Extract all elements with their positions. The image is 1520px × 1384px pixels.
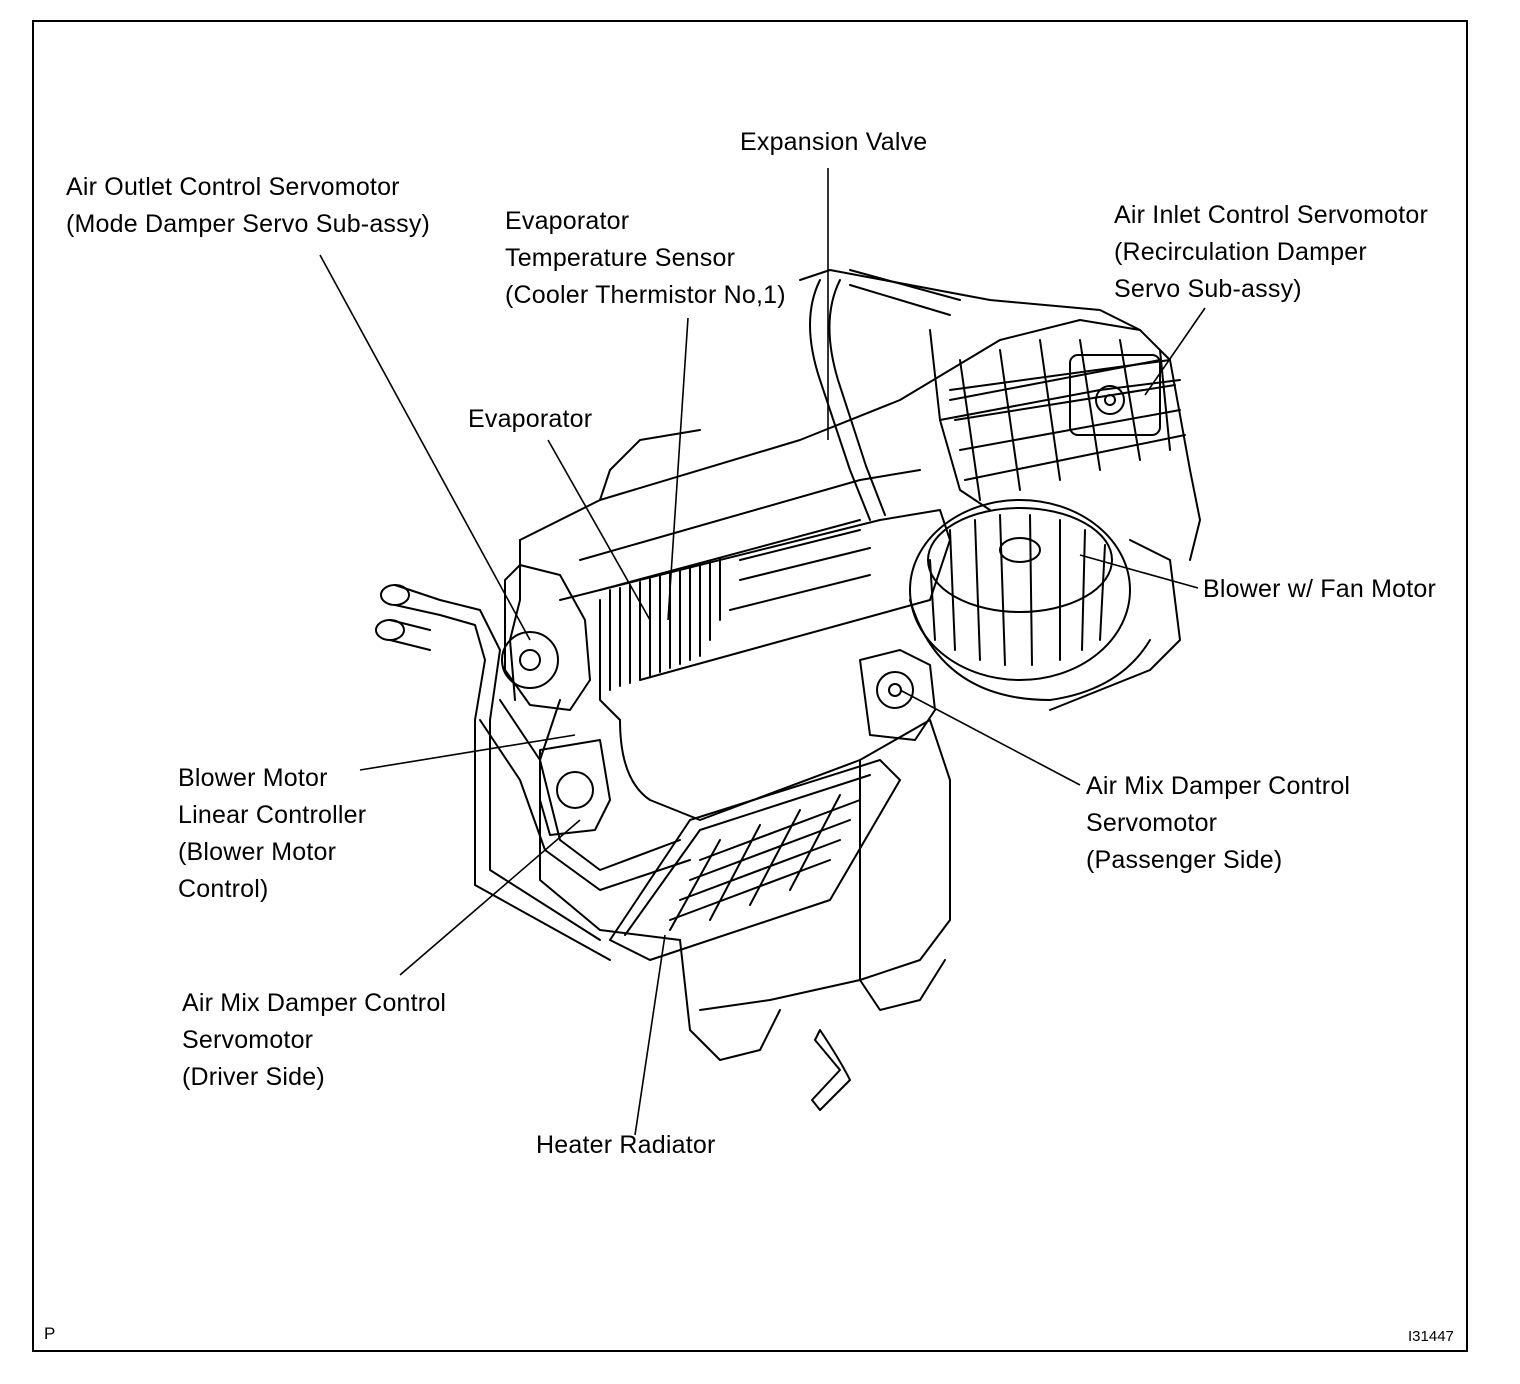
leader-evap-temp-sensor	[667, 317, 689, 621]
label-air-mix-passenger: Air Mix Damper Control Servomotor (Passe…	[1086, 768, 1350, 879]
label-line: Linear Controller	[178, 801, 367, 829]
leader-blower-fan-motor	[1079, 554, 1199, 589]
label-line: Air Mix Damper Control	[182, 989, 447, 1017]
label-line: (Cooler Thermistor No,1)	[505, 281, 786, 309]
label-expansion-valve: Expansion Valve	[740, 124, 927, 161]
label-line: (Blower Motor	[178, 838, 337, 866]
label-line: Temperature Sensor	[505, 244, 736, 272]
leader-evaporator	[547, 439, 651, 621]
diagram-frame	[32, 20, 1468, 1352]
label-line: Evaporator	[468, 405, 593, 433]
label-heater-radiator: Heater Radiator	[536, 1127, 715, 1164]
label-line: Blower w/ Fan Motor	[1203, 575, 1437, 603]
label-line: Servo Sub-assy)	[1114, 275, 1302, 303]
upper-housing	[509, 269, 1201, 701]
figure-id: I31447	[1408, 1328, 1454, 1345]
label-line: Expansion Valve	[740, 128, 928, 156]
leader-air-outlet-servo	[319, 254, 531, 641]
leader-blower-linear-controller	[359, 734, 576, 771]
label-line: (Mode Damper Servo Sub-assy)	[66, 210, 431, 238]
leader-heater-radiator	[634, 934, 666, 1136]
label-air-mix-driver: Air Mix Damper Control Servomotor (Drive…	[182, 985, 446, 1096]
label-line: Servomotor	[1086, 809, 1218, 837]
label-line: (Passenger Side)	[1086, 846, 1283, 874]
heater-radiator-core	[609, 759, 901, 961]
label-evaporator: Evaporator	[468, 401, 592, 438]
label-air-outlet-servomotor: Air Outlet Control Servomotor (Mode Damp…	[66, 169, 430, 243]
leader-air-mix-driver	[399, 819, 581, 976]
label-line: Evaporator	[505, 207, 630, 235]
label-line: Air Inlet Control Servomotor	[1114, 201, 1429, 229]
leader-air-mix-passenger	[899, 689, 1081, 786]
blower-scroll	[909, 499, 1181, 711]
lower-housing	[539, 699, 951, 1111]
label-line: (Recirculation Damper	[1114, 238, 1367, 266]
left-servomotors	[501, 564, 936, 836]
leader-air-inlet-servo	[1144, 307, 1206, 396]
corner-mark-left: P	[44, 1324, 56, 1343]
label-blower-fan-motor: Blower w/ Fan Motor	[1203, 571, 1436, 608]
label-blower-motor-linear-controller: Blower Motor Linear Controller (Blower M…	[178, 760, 366, 908]
label-air-inlet-servomotor: Air Inlet Control Servomotor (Recirculat…	[1114, 197, 1428, 308]
label-line: Blower Motor	[178, 764, 328, 792]
label-line: Air Outlet Control Servomotor	[66, 173, 400, 201]
label-line: Control)	[178, 875, 269, 903]
label-line: (Driver Side)	[182, 1063, 325, 1091]
label-evaporator-temperature-sensor: Evaporator Temperature Sensor (Cooler Th…	[505, 203, 786, 314]
label-line: Servomotor	[182, 1026, 314, 1054]
heater-pipes	[375, 269, 961, 961]
label-line: Heater Radiator	[536, 1131, 716, 1159]
label-line: Air Mix Damper Control	[1086, 772, 1351, 800]
